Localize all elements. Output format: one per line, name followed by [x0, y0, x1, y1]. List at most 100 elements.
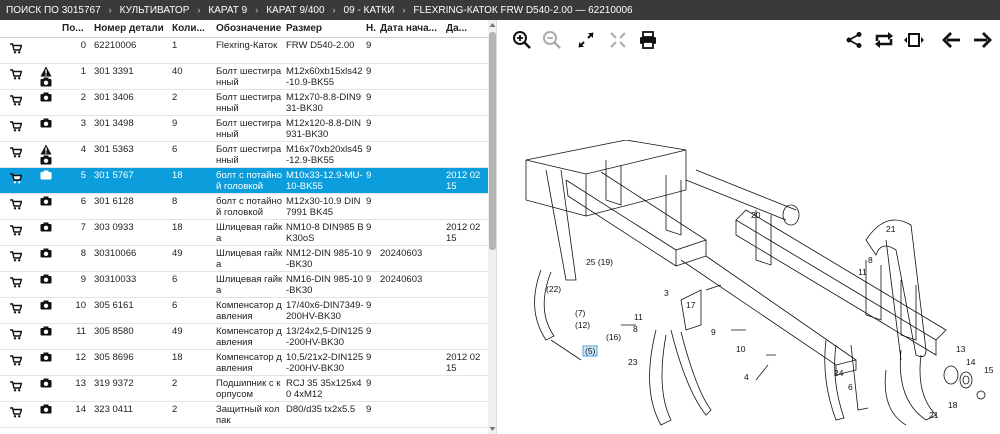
- camera-icon[interactable]: [40, 326, 52, 336]
- camera-icon[interactable]: [40, 155, 52, 165]
- print-button[interactable]: [636, 28, 660, 52]
- add-to-cart-button[interactable]: [0, 118, 30, 132]
- shopping-cart-icon[interactable]: [10, 199, 22, 210]
- add-to-cart-button[interactable]: [0, 144, 30, 158]
- diagram-callout[interactable]: 10: [736, 344, 746, 354]
- camera-icon[interactable]: [40, 378, 52, 388]
- shopping-cart-icon[interactable]: [10, 329, 22, 340]
- diagram-callout[interactable]: 24: [834, 368, 844, 378]
- shopping-cart-icon[interactable]: [10, 225, 22, 236]
- col-size[interactable]: Размер: [286, 23, 323, 34]
- shopping-cart-icon[interactable]: [10, 355, 22, 366]
- fullscreen-button[interactable]: [574, 28, 598, 52]
- diagram-callout[interactable]: 8: [633, 324, 638, 334]
- diagram-callout[interactable]: 23: [628, 357, 638, 367]
- camera-icon[interactable]: [40, 196, 52, 206]
- add-to-cart-button[interactable]: [0, 222, 30, 236]
- previous-button[interactable]: [940, 28, 964, 52]
- add-to-cart-button[interactable]: [0, 326, 30, 340]
- camera-icon[interactable]: [40, 274, 52, 284]
- diagram-callout[interactable]: 15: [984, 365, 994, 375]
- col-position[interactable]: По...: [62, 23, 84, 34]
- diagram-callout[interactable]: (16): [606, 332, 621, 342]
- diagram-callout[interactable]: 17: [686, 300, 696, 310]
- diagram-callout[interactable]: 6: [848, 382, 853, 392]
- add-to-cart-button[interactable]: [0, 170, 30, 184]
- breadcrumb-item[interactable]: 09 - КАТКИ: [343, 4, 395, 16]
- camera-icon[interactable]: [40, 170, 52, 180]
- diagram-callout[interactable]: 11: [634, 312, 643, 322]
- scrollbar[interactable]: [488, 20, 497, 434]
- camera-icon[interactable]: [40, 300, 52, 310]
- col-designation[interactable]: Обозначение: [216, 23, 282, 34]
- shopping-cart-icon[interactable]: [10, 277, 22, 288]
- diagram-callout[interactable]: (12): [575, 320, 590, 330]
- diagram-callout[interactable]: 21: [886, 224, 896, 234]
- shopping-cart-icon[interactable]: [10, 95, 22, 106]
- shopping-cart-icon[interactable]: [10, 407, 22, 418]
- fit-to-screen-button[interactable]: [606, 28, 630, 52]
- add-to-cart-button[interactable]: [0, 248, 30, 262]
- scroll-up-arrow-icon[interactable]: [488, 20, 497, 30]
- shopping-cart-icon[interactable]: [10, 381, 22, 392]
- camera-icon[interactable]: [40, 118, 52, 128]
- shopping-cart-icon[interactable]: [10, 43, 22, 54]
- add-to-cart-button[interactable]: [0, 274, 30, 288]
- diagram-callout[interactable]: (5): [585, 346, 596, 356]
- diagram-callout[interactable]: 11: [858, 267, 867, 277]
- fit-width-button[interactable]: [902, 28, 926, 52]
- next-button[interactable]: [970, 28, 994, 52]
- add-to-cart-button[interactable]: [0, 40, 30, 54]
- col-part-number[interactable]: Номер детали: [94, 23, 164, 34]
- breadcrumb-item[interactable]: КАРАТ 9/400: [266, 4, 325, 16]
- camera-icon[interactable]: [40, 248, 52, 258]
- zoom-in-button[interactable]: [510, 28, 534, 52]
- breadcrumb-item[interactable]: КУЛЬТИВАТОР: [119, 4, 190, 16]
- camera-icon[interactable]: [40, 92, 52, 102]
- zoom-out-button[interactable]: [540, 28, 564, 52]
- add-to-cart-button[interactable]: [0, 92, 30, 106]
- shopping-cart-icon[interactable]: [10, 69, 22, 80]
- scroll-down-arrow-icon[interactable]: [488, 424, 497, 434]
- shopping-cart-icon[interactable]: [10, 303, 22, 314]
- share-button[interactable]: [842, 28, 866, 52]
- camera-icon[interactable]: [40, 222, 52, 232]
- add-to-cart-button[interactable]: [0, 378, 30, 392]
- add-to-cart-button[interactable]: [0, 352, 30, 366]
- shopping-cart-icon[interactable]: [10, 251, 22, 262]
- diagram-callout[interactable]: (7): [575, 308, 586, 318]
- scroll-thumb[interactable]: [489, 32, 496, 250]
- col-h[interactable]: Н.: [366, 23, 376, 34]
- col-date[interactable]: Да...: [446, 23, 468, 34]
- camera-icon[interactable]: [40, 404, 52, 414]
- diagram-callout[interactable]: 21: [929, 410, 939, 420]
- add-to-cart-button[interactable]: [0, 196, 30, 210]
- breadcrumb-item[interactable]: ПОИСК ПО 3015767: [6, 4, 101, 16]
- camera-icon[interactable]: [40, 77, 52, 87]
- diagram-callout[interactable]: 3: [664, 288, 669, 298]
- add-to-cart-button[interactable]: [0, 66, 30, 80]
- shopping-cart-icon[interactable]: [10, 147, 22, 158]
- sync-button[interactable]: [872, 28, 896, 52]
- diagram-callout[interactable]: 8: [868, 255, 873, 265]
- diagram-callout[interactable]: 18: [948, 400, 958, 410]
- camera-icon[interactable]: [40, 352, 52, 362]
- diagram-callout[interactable]: 20: [751, 210, 761, 220]
- col-quantity[interactable]: Коли...: [172, 23, 205, 34]
- col-start-date[interactable]: Дата нача...: [380, 23, 437, 34]
- diagram-callout[interactable]: 14: [966, 357, 976, 367]
